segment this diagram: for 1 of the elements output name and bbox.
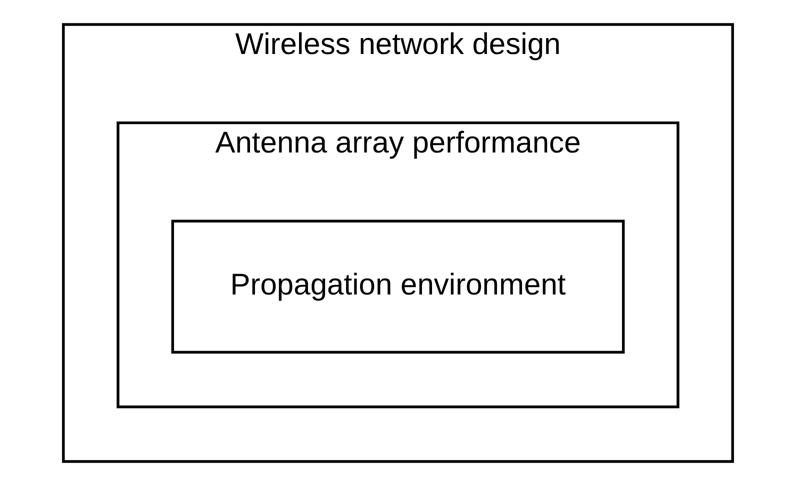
node-box: Propagation environment xyxy=(170,220,624,354)
